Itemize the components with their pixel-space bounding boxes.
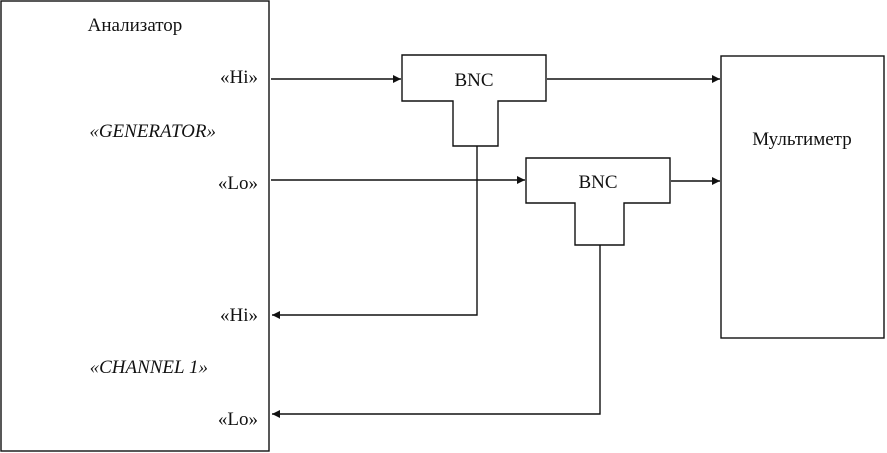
generator-lo-port: «Lo» [218, 173, 258, 194]
bnc-connector-1 [401, 54, 547, 147]
channel-lo-port: «Lo» [218, 409, 258, 430]
wire-bnc1-to-channel-hi [272, 146, 478, 319]
bnc-connector-1-label: BNC [454, 70, 493, 91]
channel-hi-port: «Hi» [220, 305, 258, 326]
generator-hi-port: «Hi» [220, 67, 258, 88]
bnc-connector-2-label: BNC [578, 172, 617, 193]
channel-label: «CHANNEL 1» [90, 357, 208, 378]
bnc-connector-2 [525, 157, 671, 246]
analyzer-block [0, 0, 270, 452]
multimeter-block [720, 55, 885, 339]
multimeter-label: Мультиметр [752, 129, 851, 150]
wire-bnc2-to-channel-lo [272, 245, 601, 418]
generator-label: «GENERATOR» [89, 121, 216, 142]
analyzer-title: Анализатор [88, 15, 183, 36]
